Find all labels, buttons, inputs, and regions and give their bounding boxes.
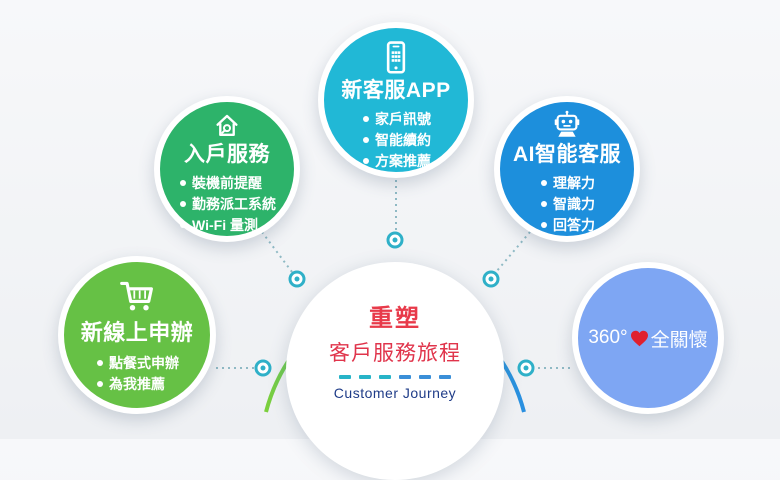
robot-icon bbox=[554, 110, 580, 137]
new-app-item: 家戶訊號 bbox=[361, 109, 431, 130]
center-title-main: 客戶服務旅程 bbox=[329, 342, 461, 365]
smartphone-icon bbox=[386, 41, 406, 74]
dash-divider bbox=[339, 375, 451, 379]
new-app-item: 智能續約 bbox=[361, 130, 431, 151]
house-wrench-icon bbox=[216, 114, 238, 137]
new-app-bubble: 新客服APP 家戶訊號 智能續約 方案推薦 bbox=[318, 22, 474, 178]
online-application-title: 新線上申辦 bbox=[80, 320, 194, 345]
center-journey-circle: 重塑 客戶服務旅程 Customer Journey bbox=[286, 262, 504, 480]
heart-icon bbox=[630, 330, 648, 346]
center-subtitle-en: Customer Journey bbox=[333, 385, 457, 401]
customer-journey-diagram: 入戶服務 裝機前提醒 勤務派工系統 Wi-Fi 量測 新客服APP 家戶訊號 智… bbox=[58, 22, 724, 414]
center-title-bold: 重塑 bbox=[369, 305, 421, 332]
new-app-list: 家戶訊號 智能續約 方案推薦 bbox=[361, 109, 431, 172]
ai-service-title: AI智能客服 bbox=[513, 142, 621, 166]
home-service-title: 入戶服務 bbox=[184, 142, 270, 166]
connector-home bbox=[261, 231, 293, 273]
ai-service-item: 理解力 bbox=[539, 173, 595, 194]
ai-service-list: 理解力 智識力 回答力 bbox=[539, 173, 595, 236]
ai-service-item: 智識力 bbox=[539, 194, 595, 215]
connector-ai bbox=[495, 231, 531, 273]
care-360-label: 360° 全關懷 bbox=[588, 325, 707, 352]
home-service-item: Wi-Fi 量測 bbox=[178, 215, 276, 236]
new-app-item: 方案推薦 bbox=[361, 151, 431, 172]
home-service-item: 裝機前提醒 bbox=[178, 173, 276, 194]
ai-service-item: 回答力 bbox=[539, 215, 595, 236]
online-application-item: 點餐式申辦 bbox=[95, 353, 179, 374]
online-application-list: 點餐式申辦 為我推薦 bbox=[95, 353, 179, 395]
care-360-prefix: 360° bbox=[588, 327, 628, 348]
home-service-list: 裝機前提醒 勤務派工系統 Wi-Fi 量測 bbox=[178, 173, 276, 236]
online-application-item: 為我推薦 bbox=[95, 374, 179, 395]
ai-service-bubble: AI智能客服 理解力 智識力 回答力 bbox=[494, 96, 640, 242]
home-service-bubble: 入戶服務 裝機前提醒 勤務派工系統 Wi-Fi 量測 bbox=[154, 96, 300, 242]
new-app-title: 新客服APP bbox=[341, 78, 451, 102]
care-360-bubble: 360° 全關懷 bbox=[572, 262, 724, 414]
care-360-suffix: 全關懷 bbox=[650, 329, 708, 351]
online-application-bubble: 新線上申辦 點餐式申辦 為我推薦 bbox=[58, 256, 216, 414]
shopping-cart-icon bbox=[120, 281, 153, 311]
home-service-item: 勤務派工系統 bbox=[178, 194, 276, 215]
